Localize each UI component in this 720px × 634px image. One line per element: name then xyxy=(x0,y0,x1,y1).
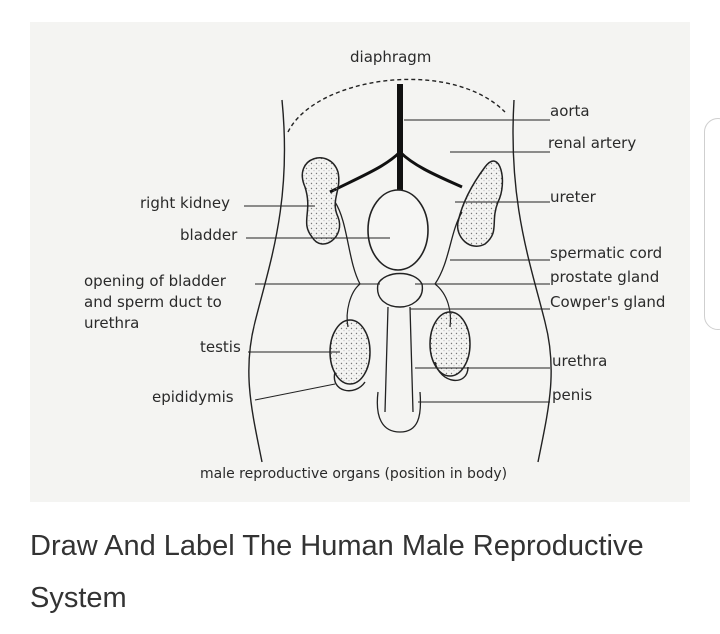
label-ureter: ureter xyxy=(550,188,597,206)
page-title: Draw And Label The Human Male Reproducti… xyxy=(30,530,644,614)
diagram-svg: diaphragm aorta renal artery ureter sper… xyxy=(84,48,665,482)
renal-artery-left xyxy=(329,150,402,194)
ureter-left-tube xyxy=(334,201,361,285)
label-renal-artery: renal artery xyxy=(548,134,636,152)
right-kidney-shape xyxy=(301,157,341,245)
label-opening-line1: opening of bladder xyxy=(84,272,227,290)
bladder-shape xyxy=(367,189,429,271)
label-prostate-gland: prostate gland xyxy=(550,268,659,286)
body-outline-left xyxy=(248,99,286,463)
figure-caption: male reproductive organs (position in bo… xyxy=(200,466,507,482)
label-bladder: bladder xyxy=(180,226,238,244)
label-spermatic-cord: spermatic cord xyxy=(550,244,662,262)
leader-epididymis xyxy=(254,383,336,401)
label-opening-line2: and sperm duct to xyxy=(84,293,222,311)
testis-right-shape xyxy=(429,311,471,377)
label-penis: penis xyxy=(552,386,592,404)
label-testis: testis xyxy=(200,338,241,356)
label-urethra: urethra xyxy=(552,352,607,370)
left-kidney-shape xyxy=(456,160,504,247)
penis-shape xyxy=(376,391,422,433)
diaphragm-line xyxy=(287,78,506,133)
label-diaphragm: diaphragm xyxy=(350,48,431,66)
epididymis-left-shape xyxy=(333,371,366,392)
renal-artery-right xyxy=(398,150,463,189)
label-aorta: aorta xyxy=(550,102,590,120)
body-outline-right xyxy=(512,99,552,463)
prostate-shape xyxy=(376,272,424,308)
diagram-figure[interactable]: diaphragm aorta renal artery ureter sper… xyxy=(30,22,690,502)
label-right-kidney: right kidney xyxy=(140,194,230,212)
urethra-tube xyxy=(384,306,414,413)
label-epididymis: epididymis xyxy=(152,388,234,406)
ureter-right-tube xyxy=(434,211,463,285)
label-cowpers-gland: Cowper's gland xyxy=(550,293,665,311)
label-opening-line3: urethra xyxy=(84,314,139,332)
side-scroll-tab[interactable] xyxy=(704,118,720,330)
